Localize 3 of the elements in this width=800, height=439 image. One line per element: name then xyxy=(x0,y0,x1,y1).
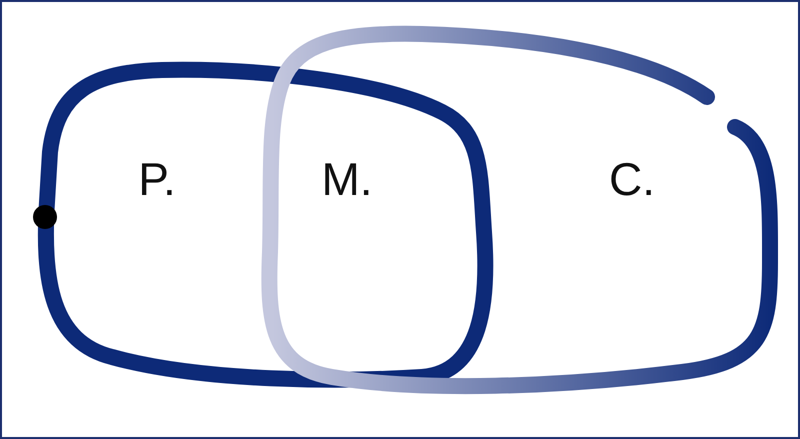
region-label: M. xyxy=(321,156,373,202)
region-label: P. xyxy=(138,156,176,202)
region-label: C. xyxy=(609,156,655,202)
